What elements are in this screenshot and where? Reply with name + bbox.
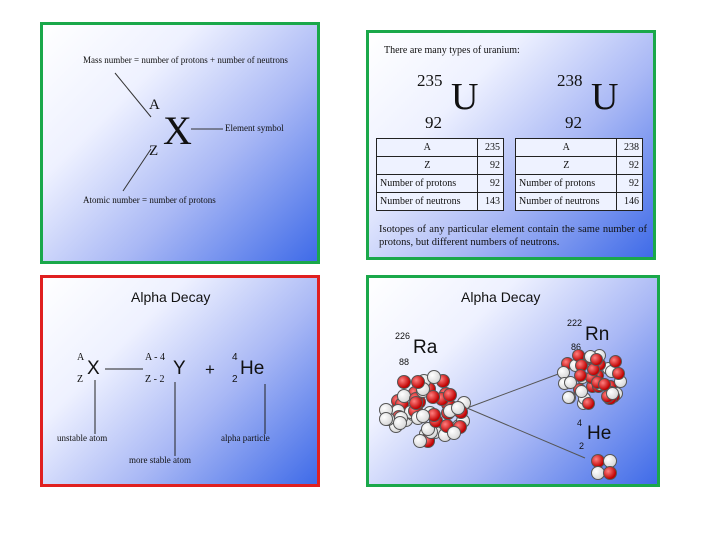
nucleon-ball: [397, 375, 411, 389]
table-cell: 92: [478, 157, 504, 175]
x-atomic-number: Z: [77, 374, 83, 385]
rn-mass-number: 222: [567, 318, 582, 328]
element-symbol-label: Element symbol: [225, 123, 284, 133]
isotope-238-atomic: 92: [565, 113, 582, 133]
table-cell: 235: [478, 139, 504, 157]
x-symbol: X: [87, 358, 100, 380]
atomic-number-symbol: Z: [149, 143, 158, 160]
nucleon-ball: [409, 396, 423, 410]
table-cell: Number of protons: [516, 175, 617, 193]
atomic-number-equation: Atomic number = number of protons: [83, 195, 216, 205]
table-cell: 92: [617, 157, 643, 175]
rn-symbol: Rn: [585, 324, 609, 346]
table-cell: 92: [478, 175, 504, 193]
nucleon-ball: [598, 378, 611, 391]
he-symbol: He: [240, 358, 264, 380]
nucleon-ball: [427, 370, 441, 384]
isotopes-intro: There are many types of uranium:: [384, 45, 520, 56]
y-atomic-number: Z - 2: [145, 374, 164, 385]
nucleon-ball: [393, 416, 407, 430]
table-cell: A: [516, 139, 617, 157]
ra-atomic-number: 88: [399, 357, 409, 367]
he-symbol: He: [587, 423, 611, 445]
table-cell: 238: [617, 139, 643, 157]
mass-number-equation: Mass number = number of protons + number…: [83, 55, 288, 65]
nucleon-ball: [379, 412, 393, 426]
ra-symbol: Ra: [413, 337, 437, 359]
nucleon-ball: [447, 426, 461, 440]
y-mass-number: A - 4: [145, 352, 165, 363]
isotope-238-mass: 238: [557, 71, 583, 91]
isotope-235-atomic: 92: [425, 113, 442, 133]
panel-title: Alpha Decay: [131, 289, 210, 305]
table-cell: 146: [617, 193, 643, 211]
he-mass-number: 4: [577, 418, 582, 428]
isotopes-caption: Isotopes of any particular element conta…: [379, 223, 647, 249]
ra-mass-number: 226: [395, 331, 410, 341]
nucleon-ball: [451, 401, 465, 415]
he-atomic-number: 2: [232, 374, 238, 385]
table-cell: 92: [617, 175, 643, 193]
element-symbol-x: X: [163, 107, 192, 154]
panel-title: Alpha Decay: [461, 289, 540, 305]
plus-sign: +: [205, 360, 215, 380]
x-mass-number: A: [77, 352, 84, 363]
table-cell: Z: [516, 157, 617, 175]
isotope-235-mass: 235: [417, 71, 443, 91]
nucleon-ball: [416, 409, 430, 423]
isotope-235-symbol: U: [451, 75, 478, 119]
nucleon-ball: [590, 353, 603, 366]
unstable-atom-label: unstable atom: [57, 433, 107, 443]
alpha-decay-equation-panel: Alpha Decay A Z X A - 4 Z - 2 Y + 4 2 He…: [40, 275, 320, 487]
mass-number-symbol: A: [149, 97, 160, 114]
table-cell: Z: [377, 157, 478, 175]
alpha-decay-nuclei-panel: Alpha Decay 226 88 Ra 222 86 Rn 4 2 He: [366, 275, 660, 487]
table-cell: 143: [478, 193, 504, 211]
he-atomic-number: 2: [579, 441, 584, 451]
nucleon-ball: [411, 375, 425, 389]
table-cell: Number of neutrons: [377, 193, 478, 211]
table-cell: A: [377, 139, 478, 157]
nucleon-ball: [603, 466, 617, 480]
table-cell: Number of protons: [377, 175, 478, 193]
more-stable-atom-label: more stable atom: [129, 455, 191, 465]
isotope-238-symbol: U: [591, 75, 618, 119]
nucleon-ball: [575, 385, 588, 398]
table-cell: Number of neutrons: [516, 193, 617, 211]
alpha-particle-label: alpha particle: [221, 433, 270, 443]
he-mass-number: 4: [232, 352, 238, 363]
notation-panel: Mass number = number of protons + number…: [40, 22, 320, 264]
nucleon-ball: [612, 367, 625, 380]
y-symbol: Y: [173, 358, 186, 380]
uranium-isotopes-panel: There are many types of uranium: 235 92 …: [366, 30, 656, 260]
